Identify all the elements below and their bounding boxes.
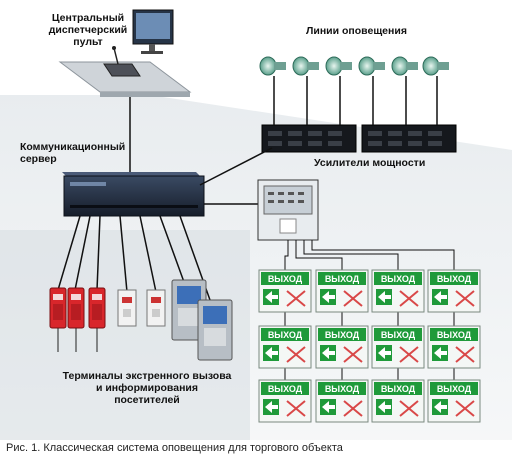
exit-sign-header — [430, 272, 478, 285]
server-label: Коммуникационный сервер — [20, 141, 135, 165]
server-label-line1: Коммуникационный — [20, 141, 126, 153]
console-label-line1: Центральный — [51, 12, 125, 24]
left-arrow-icon — [265, 401, 278, 413]
exit-sign-header — [318, 382, 366, 395]
left-arrow-icon — [434, 291, 447, 303]
red-handset-terminal — [88, 287, 106, 352]
terminals-label: Терминалы экстренного вызова и информиро… — [62, 370, 232, 406]
horn-speaker — [325, 56, 352, 76]
exit-sign-label: ВЫХОД — [381, 384, 416, 394]
dispatcher-console — [58, 9, 192, 97]
exit-sign-label: ВЫХОД — [437, 330, 472, 340]
exit-sign: ВЫХОД — [315, 379, 369, 423]
exit-sign-label: ВЫХОД — [268, 330, 303, 340]
exit-sign: ВЫХОД — [427, 325, 481, 369]
cables — [57, 97, 273, 301]
exit-sign-label: ВЫХОД — [437, 384, 472, 394]
red-call-terminals — [49, 287, 106, 352]
exit-sign-grid: ВЫХОД ВЫХОД ВЫХОД ВЫХОД ВЫХОД ВЫХОД ВЫХОД ВЫХОД… — [258, 269, 481, 423]
exit-sign: ВЫХОД — [371, 269, 425, 313]
console-microphone — [113, 47, 119, 65]
exit-sign-label: ВЫХОД — [325, 330, 360, 340]
server-label-line2: сервер — [20, 153, 57, 165]
horn-speaker — [422, 56, 449, 76]
exit-sign-header — [374, 382, 422, 395]
horn-speaker — [391, 56, 418, 76]
white-call-panel — [146, 289, 166, 327]
exit-sign-header — [430, 382, 478, 395]
lines-label: Линии оповещения — [306, 25, 407, 37]
figure-caption: Рис. 1. Классическая система оповещения … — [6, 442, 343, 454]
red-handset-terminal — [49, 287, 67, 352]
exit-sign-label: ВЫХОД — [268, 274, 303, 284]
exit-sign-label: ВЫХОД — [381, 330, 416, 340]
exit-sign-header — [430, 328, 478, 341]
horn-speakers — [259, 56, 449, 76]
left-arrow-icon — [322, 401, 335, 413]
exit-sign: ВЫХОД — [258, 379, 312, 423]
terminals-label-line1: Терминалы экстренного вызова — [62, 370, 232, 382]
communication-server — [62, 172, 205, 217]
left-arrow-icon — [265, 347, 278, 359]
console-label-line3: пульт — [73, 36, 103, 48]
exit-sign-header — [374, 272, 422, 285]
left-arrow-icon — [378, 401, 391, 413]
white-call-panel — [117, 289, 137, 327]
exit-sign: ВЫХОД — [315, 325, 369, 369]
exit-sign-header — [374, 328, 422, 341]
console-label: Центральный диспетчерский пульт — [46, 12, 130, 48]
exit-sign: ВЫХОД — [315, 269, 369, 313]
white-call-panels — [117, 289, 166, 327]
power-amplifiers — [261, 124, 457, 153]
exit-sign-header — [318, 328, 366, 341]
exit-sign-label: ВЫХОД — [325, 274, 360, 284]
exit-sign-header — [261, 272, 309, 285]
cable-server-amplifiers — [199, 147, 273, 186]
horn-speaker — [292, 56, 319, 76]
left-arrow-icon — [265, 291, 278, 303]
exit-sign: ВЫХОД — [371, 325, 425, 369]
left-arrow-icon — [322, 291, 335, 303]
amplifiers-label: Усилители мощности — [314, 157, 426, 169]
exit-sign-label: ВЫХОД — [268, 384, 303, 394]
horn-speaker — [358, 56, 385, 76]
exit-sign-header — [261, 328, 309, 341]
red-handset-terminal — [67, 287, 85, 352]
horn-speaker — [259, 56, 286, 76]
terminals-label-line2: и информирования посетителей — [95, 382, 199, 406]
exit-controller — [257, 179, 319, 241]
console-screen — [136, 13, 170, 39]
exit-sign: ВЫХОД — [427, 269, 481, 313]
left-arrow-icon — [378, 291, 391, 303]
exit-sign-label: ВЫХОД — [381, 274, 416, 284]
console-label-line2: диспетчерский — [48, 24, 128, 36]
exit-sign: ВЫХОД — [427, 379, 481, 423]
left-arrow-icon — [434, 401, 447, 413]
console-panel — [103, 63, 141, 77]
exit-sign-label: ВЫХОД — [325, 384, 360, 394]
exit-sign-label: ВЫХОД — [437, 274, 472, 284]
info-terminals — [171, 279, 233, 361]
exit-sign: ВЫХОД — [258, 269, 312, 313]
left-arrow-icon — [434, 347, 447, 359]
left-arrow-icon — [378, 347, 391, 359]
speaker-lines — [273, 76, 438, 125]
left-arrow-icon — [322, 347, 335, 359]
exit-sign: ВЫХОД — [258, 325, 312, 369]
info-terminal — [197, 299, 233, 361]
exit-sign: ВЫХОД — [371, 379, 425, 423]
exit-sign-header — [318, 272, 366, 285]
exit-wiring — [284, 240, 455, 380]
exit-sign-header — [261, 382, 309, 395]
